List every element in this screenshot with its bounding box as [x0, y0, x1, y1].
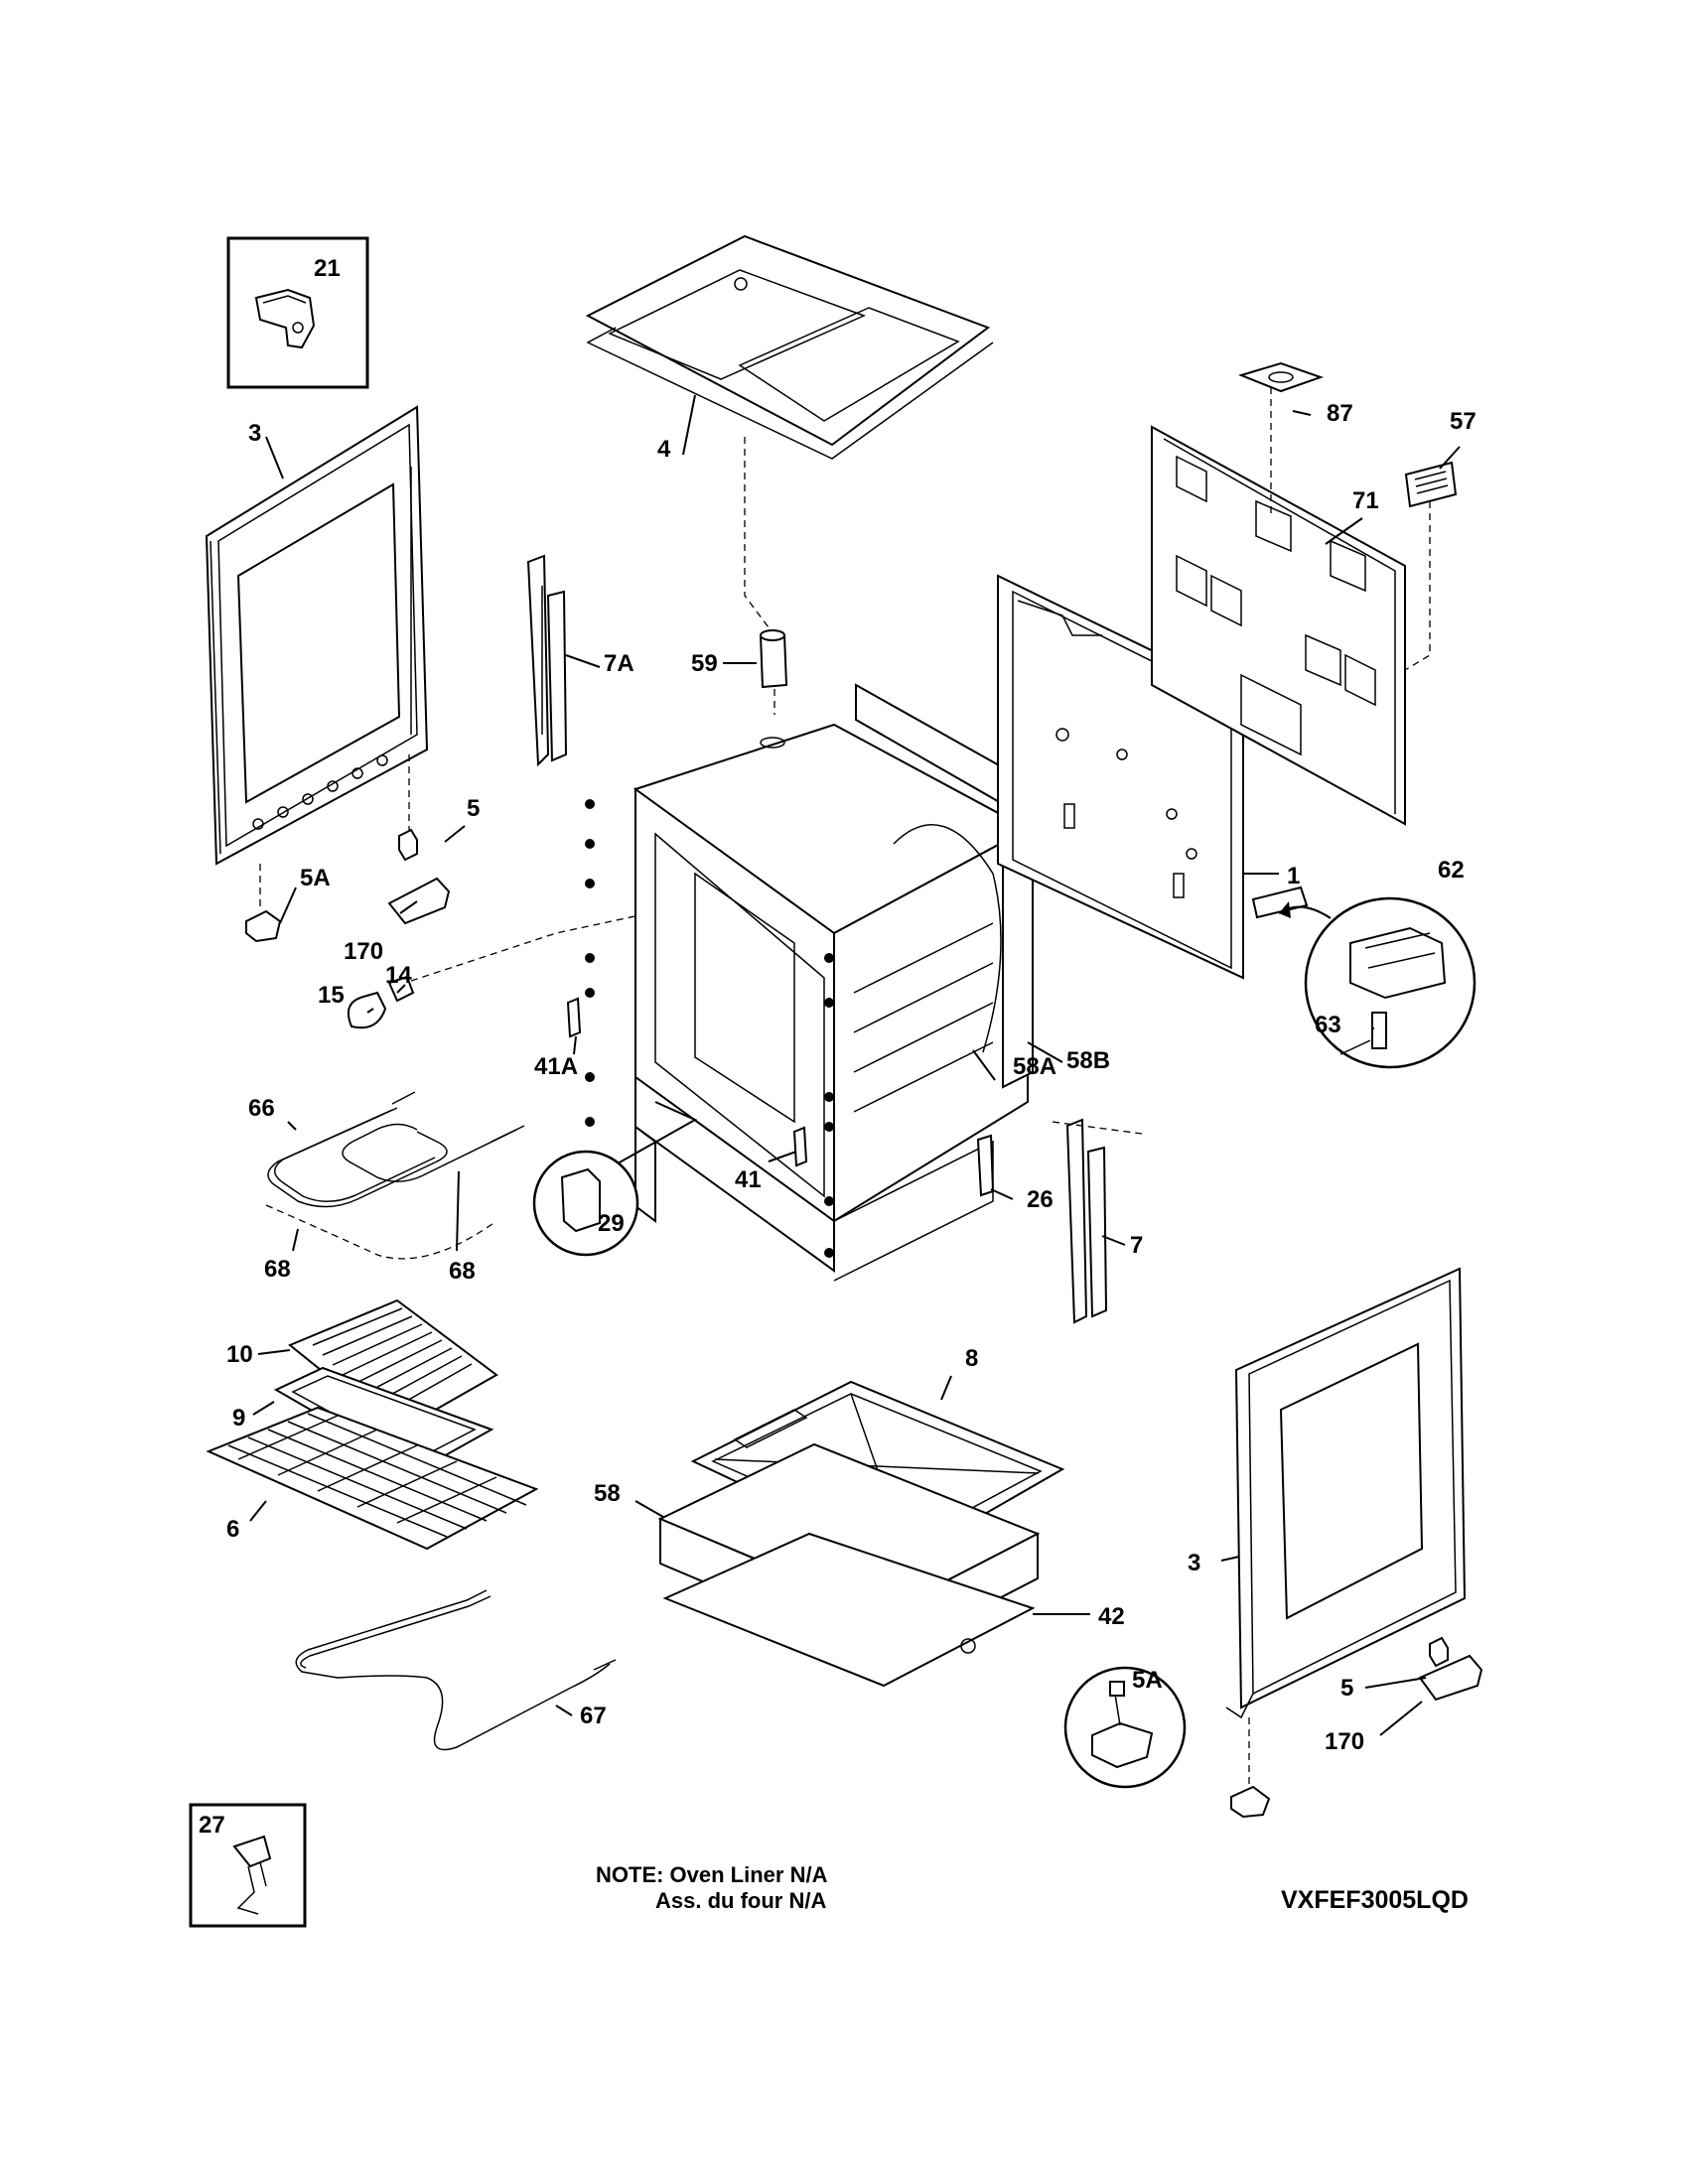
label-58: 58: [594, 1480, 621, 1507]
label-7: 7: [1130, 1232, 1143, 1259]
note-line-2: Ass. du four N/A: [655, 1888, 826, 1913]
terminal-block: [1251, 886, 1309, 919]
label-68-right: 68: [449, 1258, 476, 1285]
model-number: VXFEF3005LQD: [1281, 1886, 1469, 1914]
right-leveler-parts: [1230, 1636, 1483, 1819]
label-68-left: 68: [264, 1256, 291, 1283]
label-8: 8: [965, 1345, 978, 1372]
oven-rack-6: [206, 1406, 539, 1551]
label-42: 42: [1098, 1603, 1125, 1630]
label-63: 63: [1315, 1012, 1341, 1038]
bracket-41A: [566, 997, 582, 1038]
label-14: 14: [385, 962, 412, 989]
label-10: 10: [226, 1341, 253, 1368]
label-87: 87: [1327, 400, 1353, 427]
leveler-detail-5A: [1063, 1666, 1187, 1789]
left-side-panel-part: [205, 405, 429, 866]
label-59: 59: [691, 650, 718, 677]
label-5A-left: 5A: [300, 865, 331, 891]
bake-element-67: [295, 1589, 617, 1751]
label-29: 29: [598, 1210, 625, 1237]
label-71: 71: [1352, 487, 1379, 514]
oven-cavity-body: [633, 683, 1034, 1282]
label-26: 26: [1027, 1186, 1054, 1213]
label-3-left: 3: [248, 420, 261, 447]
terminal-block-detail-62: [1278, 896, 1477, 1069]
label-57: 57: [1450, 408, 1477, 435]
callout-labels: 21 3 4 87 57 71 7A 59 5 1 62 5A 170 14 1…: [199, 255, 1477, 1839]
bracket-41: [792, 1126, 808, 1167]
part-26: [976, 1134, 995, 1197]
part-27-inset: [189, 1803, 307, 1928]
left-leveler-parts: [245, 754, 451, 943]
rack-support-7: [1052, 1118, 1143, 1324]
label-170-right: 170: [1325, 1728, 1364, 1755]
leader-lines: [249, 394, 1461, 1736]
label-41A: 41A: [534, 1053, 578, 1080]
label-58B: 58B: [1066, 1047, 1110, 1074]
label-5A-right: 5A: [1132, 1667, 1163, 1694]
cover-plate-57: [1404, 461, 1458, 508]
label-9: 9: [232, 1405, 245, 1432]
top-panel-part: [585, 234, 994, 715]
label-4: 4: [657, 436, 671, 463]
label-21: 21: [314, 255, 341, 282]
label-1: 1: [1287, 863, 1300, 889]
label-58A: 58A: [1013, 1053, 1056, 1080]
label-5-right: 5: [1340, 1675, 1353, 1702]
broil-element-66: [265, 1091, 525, 1260]
rack-support-7A: [526, 554, 568, 767]
part-29-detail: [532, 1101, 698, 1257]
label-66: 66: [248, 1095, 275, 1122]
rear-cover-part: [1151, 375, 1431, 826]
gasket-87: [1237, 361, 1325, 393]
note-line-1: NOTE: Oven Liner N/A: [596, 1862, 828, 1887]
mounting-screws: [585, 799, 834, 1258]
label-7A: 7A: [604, 650, 634, 677]
label-6: 6: [226, 1516, 239, 1543]
label-27: 27: [199, 1812, 225, 1839]
part-21-inset: [226, 236, 369, 389]
label-3-right: 3: [1188, 1550, 1200, 1576]
part-59: [759, 629, 788, 689]
label-170-left: 170: [344, 938, 383, 965]
label-5-left: 5: [467, 795, 480, 822]
light-bulb-part: [348, 873, 835, 1029]
label-41: 41: [735, 1166, 762, 1193]
label-15: 15: [318, 982, 345, 1009]
label-67: 67: [580, 1703, 607, 1729]
panel-42: [662, 1532, 1036, 1688]
right-side-panel-part: [1225, 1267, 1467, 1719]
label-62: 62: [1438, 857, 1465, 884]
